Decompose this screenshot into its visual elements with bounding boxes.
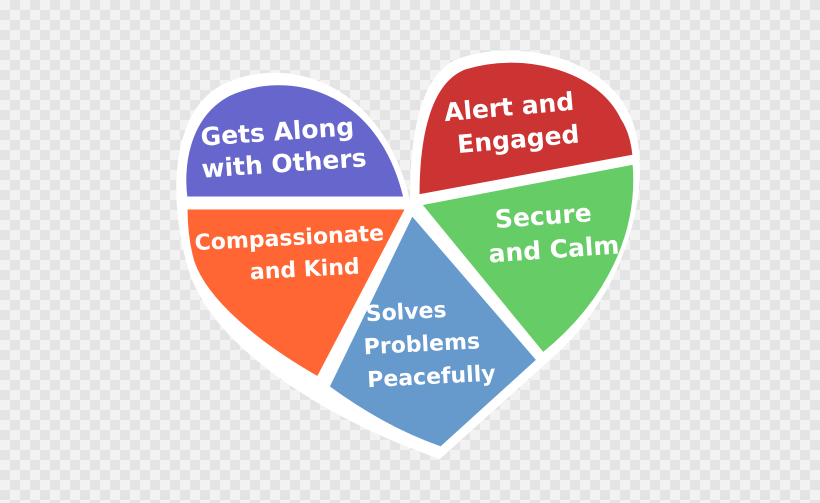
- label-solves-line-2: Problems: [363, 329, 480, 360]
- segment-compassionate: [184, 206, 409, 380]
- label-alert: Alert and Engaged: [443, 86, 587, 160]
- segment-gets-along: [183, 82, 407, 200]
- label-solves: Solves Problems Peacefully: [361, 296, 496, 394]
- label-secure-line-1: Secure: [494, 198, 593, 234]
- segment-solves: [326, 212, 540, 450]
- segment-secure: [418, 161, 637, 356]
- label-compassionate-line-2: and Kind: [249, 255, 360, 286]
- label-solves-line-1: Solves: [365, 298, 447, 327]
- segment-alert: [416, 59, 636, 198]
- label-compassionate: Compassionate and Kind: [194, 221, 394, 288]
